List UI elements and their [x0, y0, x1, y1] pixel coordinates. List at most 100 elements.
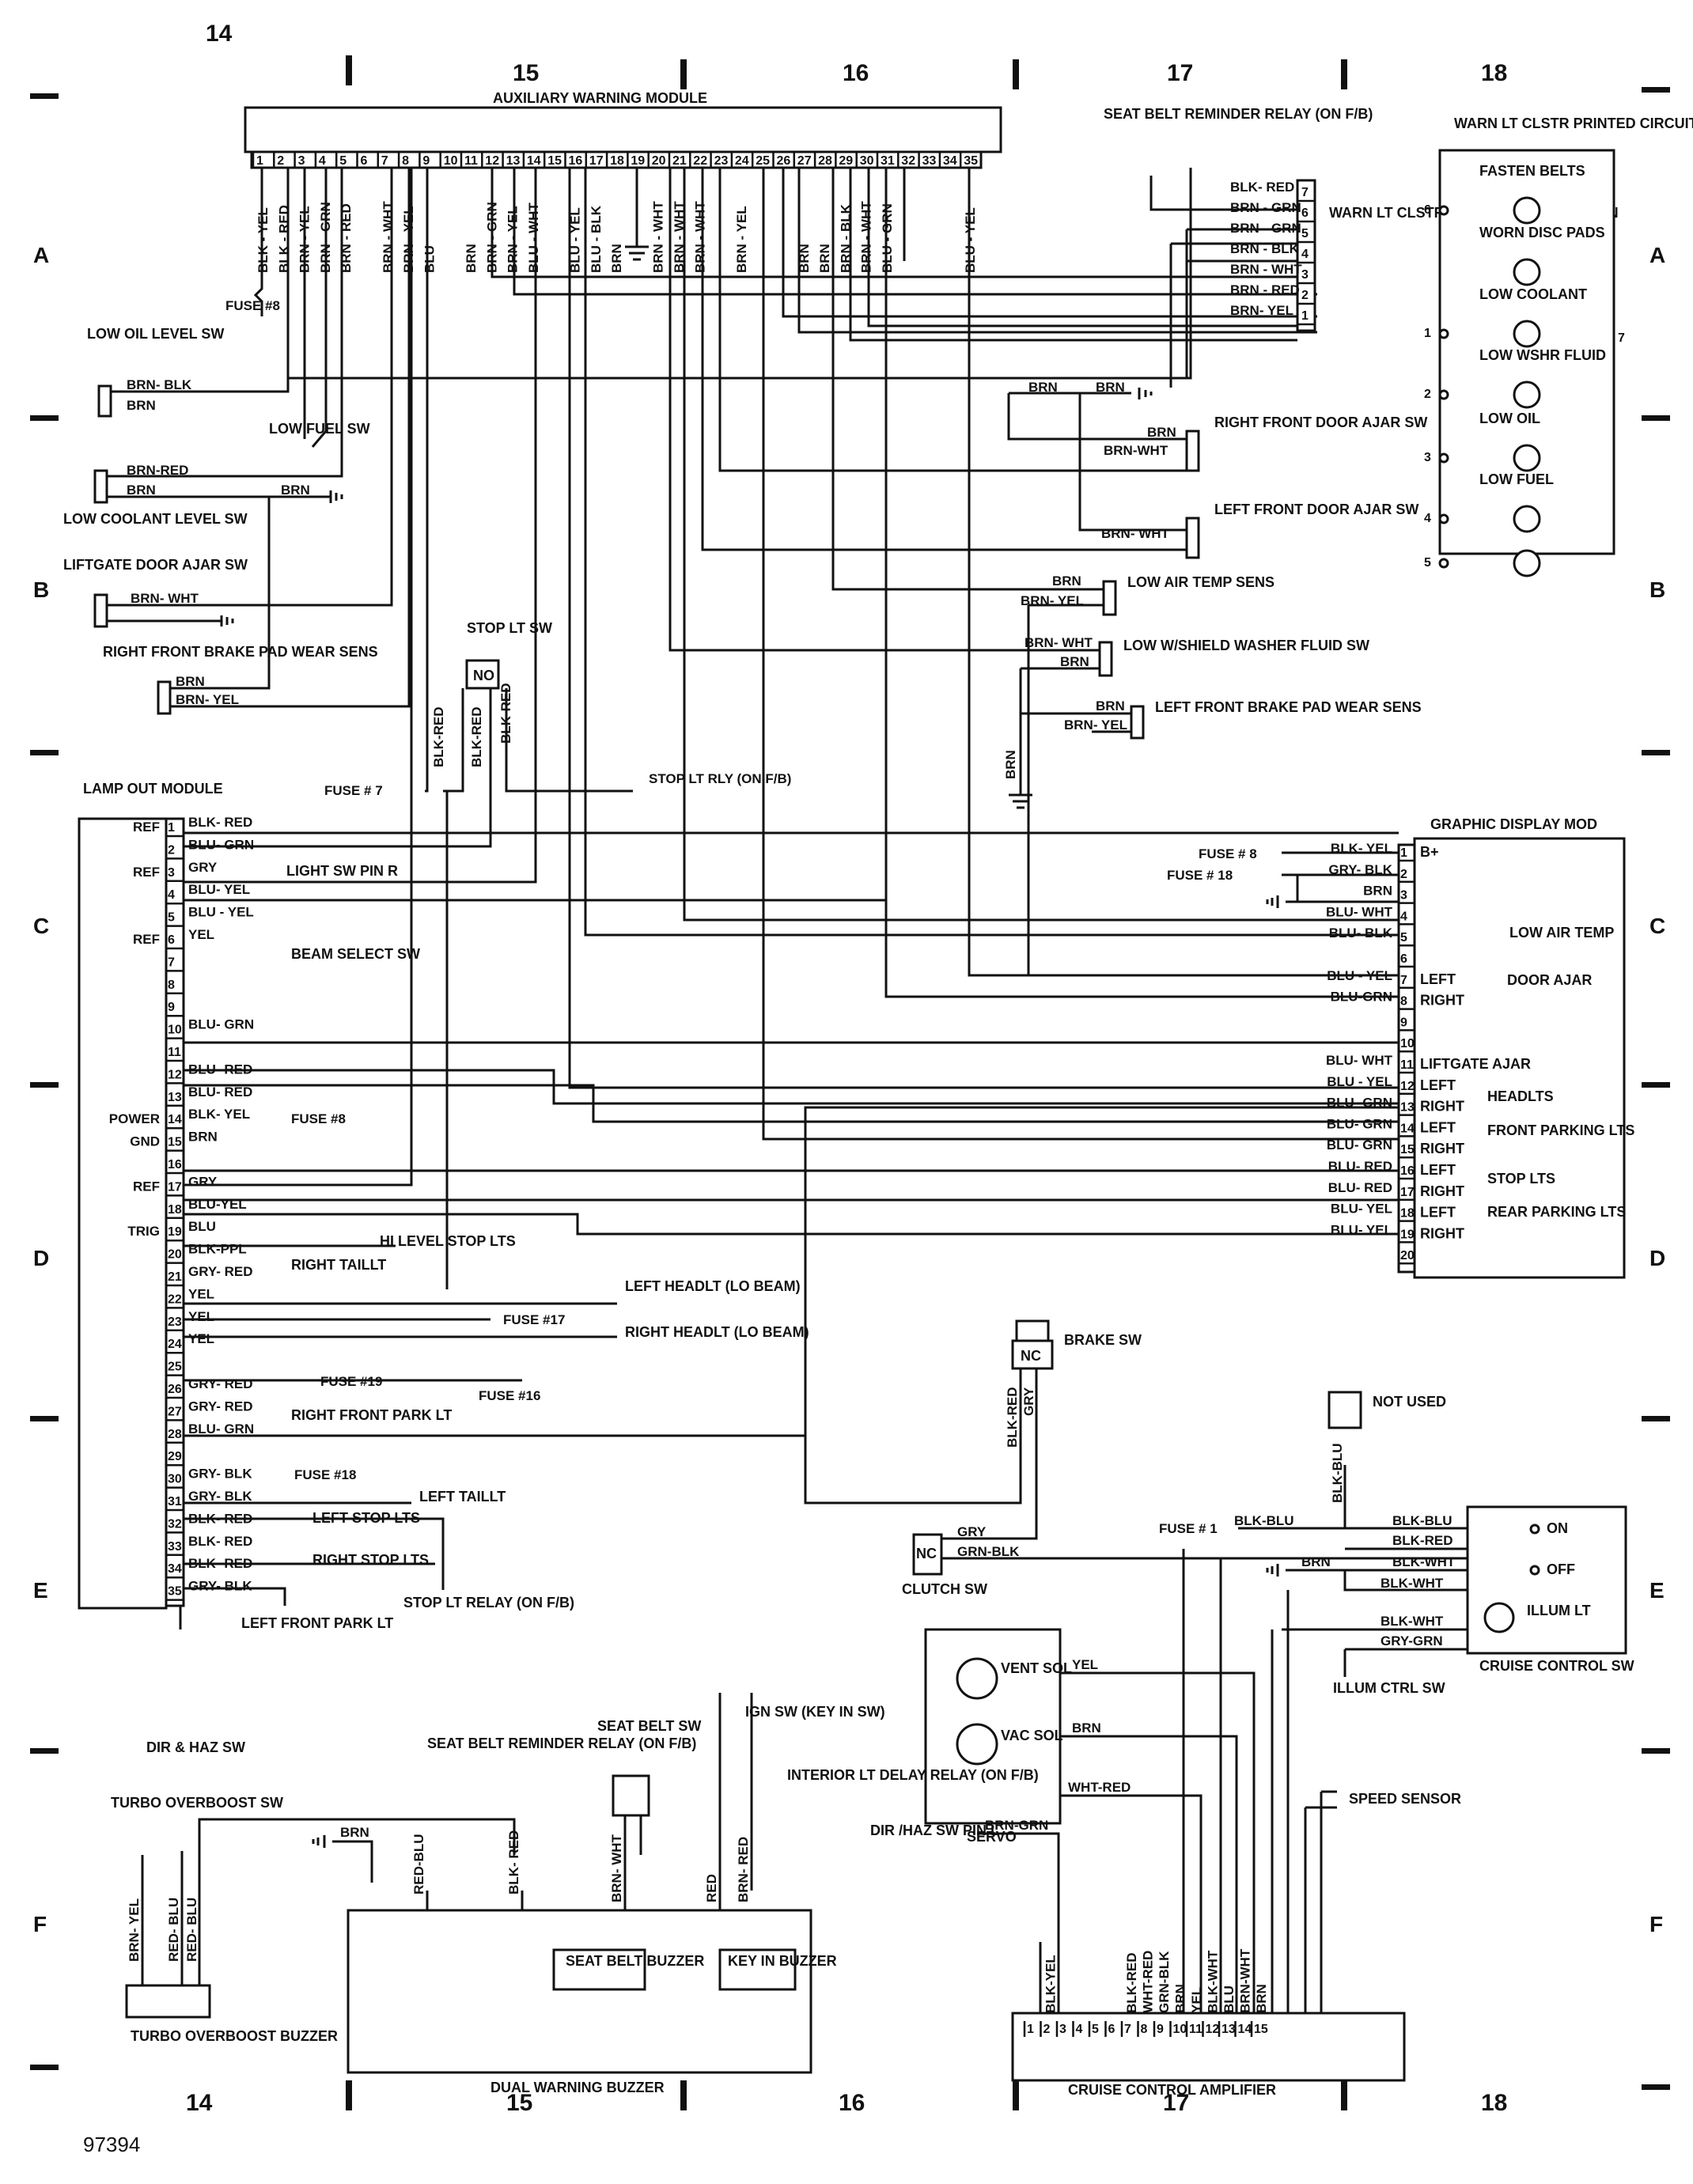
- right-stop-label: RIGHT STOP LTS: [312, 1552, 429, 1568]
- lom-pin-20: 20: [168, 1248, 182, 1262]
- low-coolant-sw-label: LOW COOLANT LEVEL SW: [63, 511, 248, 527]
- stop-lt-sw-body: [465, 659, 500, 690]
- gdm-pin-17: 17: [1400, 1186, 1415, 1199]
- amp-pin-8: 8: [1141, 2023, 1148, 2036]
- aux-pin-22: 22: [693, 154, 707, 168]
- wire-pin1-fuse8: [253, 168, 263, 316]
- gdm-label-14: LEFT: [1420, 1119, 1456, 1135]
- gdm-label-8: RIGHT: [1420, 993, 1464, 1009]
- grid-row-e-left: E: [33, 1578, 48, 1603]
- aux-pin-19: 19: [631, 154, 645, 168]
- aux-pin-4: 4: [319, 154, 326, 168]
- lom-pin-16: 16: [168, 1158, 182, 1171]
- gdm-label-16: LEFT: [1420, 1162, 1456, 1178]
- cluster-bulb-icon: [1513, 444, 1541, 472]
- warn-cluster-title: WARN LT CLSTR PRINTED CIRCUIT: [1454, 115, 1693, 131]
- wire-pin9: [425, 168, 429, 793]
- grid-col-17-bottom: 17: [1163, 2090, 1189, 2116]
- lom-pin-35: 35: [168, 1585, 182, 1599]
- aux-pin-3: 3: [298, 154, 305, 168]
- wire-label-dwb-brnwht: BRN- WHT: [609, 1834, 624, 1902]
- gdm-pin-1: 1: [1400, 846, 1407, 860]
- clutch-sw-body: [912, 1533, 943, 1576]
- grid-tick: [30, 93, 59, 99]
- wire-pin16: [568, 168, 1399, 1089]
- lom-wire-23: YEL: [188, 1309, 214, 1324]
- gdm-pin-6: 6: [1400, 952, 1407, 966]
- gdm-pin-16: 16: [1400, 1164, 1415, 1178]
- warn-conn-wire-5: BRN - GRN: [1230, 221, 1301, 236]
- turbo-buzzer-label: TURBO OVERBOOST BUZZER: [131, 2028, 338, 2044]
- gdm-pin-18: 18: [1400, 1207, 1415, 1221]
- aux-pin-15: 15: [547, 154, 562, 168]
- seat-belt-buzzer-box: [552, 1948, 646, 1991]
- grid-tick: [1642, 87, 1670, 93]
- aux-pin-14: 14: [527, 154, 541, 168]
- vac-sol-icon: [956, 1723, 998, 1766]
- wire-servo-whtred: [1060, 1794, 1203, 2013]
- wire-warn-conn-feeds: [1171, 228, 1297, 263]
- right-upper-sensors: BRN BRN BRN BRN-WHT RIGHT FRONT DOOR AJA…: [1003, 380, 1427, 779]
- wire-label-lfp-brn: BRN: [1096, 698, 1125, 713]
- wire-label-stop1: BLK-RED: [431, 707, 446, 768]
- cluster-lamp-pin-4: 4: [1424, 512, 1431, 525]
- aux-wire-label-11: BRN: [464, 244, 479, 273]
- gdm-pin-20: 20: [1400, 1249, 1415, 1262]
- wire-label-gnd-brn: BRN: [1003, 750, 1018, 779]
- amp-wire-13: BLU: [1221, 1985, 1237, 2013]
- amp-pin-12: 12: [1206, 2023, 1220, 2036]
- seat-belt-relay-bot-label: SEAT BELT REMINDER RELAY (ON F/B): [427, 1735, 696, 1751]
- wire-label-stop2: BLK-RED: [469, 707, 484, 768]
- illum-ctrl-label: ILLUM CTRL SW: [1333, 1680, 1445, 1696]
- warn-conn-pin-1: 1: [1301, 309, 1309, 323]
- lom-pin-11: 11: [168, 1046, 181, 1059]
- lom-side-15: GND: [130, 1134, 160, 1149]
- brake-sw-label: BRAKE SW: [1064, 1332, 1142, 1348]
- lom-wire-28: BLU- GRN: [188, 1421, 254, 1436]
- amp-pin-13: 13: [1221, 2023, 1236, 2036]
- gdm-pin-14: 14: [1400, 1122, 1415, 1135]
- wire-label-lfp-brnyel: BRN- YEL: [1064, 717, 1127, 732]
- cluster-lamp-terminal: [1438, 452, 1449, 464]
- grid-row-f-right: F: [1649, 1912, 1663, 1936]
- lom-wire-21: GRY- RED: [188, 1264, 253, 1279]
- grid-col-18-top: 18: [1481, 60, 1507, 86]
- gdm-pin-11: 11: [1400, 1058, 1414, 1072]
- lom-wire-33: BLK- RED: [188, 1534, 252, 1549]
- aux-pin-20: 20: [652, 154, 666, 168]
- gdm-wire-12: BLU - YEL: [1327, 1074, 1392, 1089]
- wire-pin23: [718, 168, 1187, 472]
- gdm-group-rear-park: REAR PARKING LTS: [1487, 1204, 1626, 1220]
- dual-buzzer-label: DUAL WARNING BUZZER: [490, 2080, 665, 2095]
- lom-pin-27: 27: [168, 1405, 182, 1418]
- grid-tick: [680, 59, 687, 89]
- grid-row-c-left: C: [33, 914, 49, 938]
- wire-lom-35: [184, 1587, 286, 1606]
- wire-label-door-brn2: BRN: [1096, 380, 1125, 395]
- lamp-out-title: LAMP OUT MODULE: [83, 781, 223, 797]
- grid-col-14-bottom: 14: [186, 2090, 213, 2116]
- amp-wire-15: BRN: [1254, 1984, 1269, 2013]
- fuse-16: FUSE #16: [479, 1388, 540, 1403]
- cruise-amp-body: [1011, 2012, 1406, 2082]
- lom-wire-26: GRY- RED: [188, 1376, 253, 1391]
- lom-wire-31: GRY- BLK: [188, 1489, 252, 1504]
- aux-pin-18: 18: [610, 154, 624, 168]
- wire-label-cs-blkwht1: BLK-WHT: [1392, 1554, 1456, 1569]
- lom-pin-34: 34: [168, 1562, 182, 1576]
- warn-conn-body: [1296, 179, 1316, 332]
- cluster-bulb-icon: [1513, 380, 1541, 409]
- wire-label-dwb-redblu: RED-BLU: [411, 1834, 426, 1895]
- brake-sw-body: [1011, 1339, 1054, 1370]
- grid-tick: [1642, 1416, 1670, 1421]
- lom-pin-8: 8: [168, 978, 175, 992]
- aux-pin-2: 2: [277, 154, 284, 168]
- wire-servo-brn: [1060, 1735, 1238, 2013]
- grid-row-d-left: D: [33, 1246, 49, 1270]
- wire-dirhaz-brngrn: [977, 1832, 1060, 2013]
- wire-dwb-keyin: [718, 1693, 753, 1950]
- gdm-pin-13: 13: [1400, 1101, 1415, 1115]
- gdm-pin-2: 2: [1400, 868, 1407, 881]
